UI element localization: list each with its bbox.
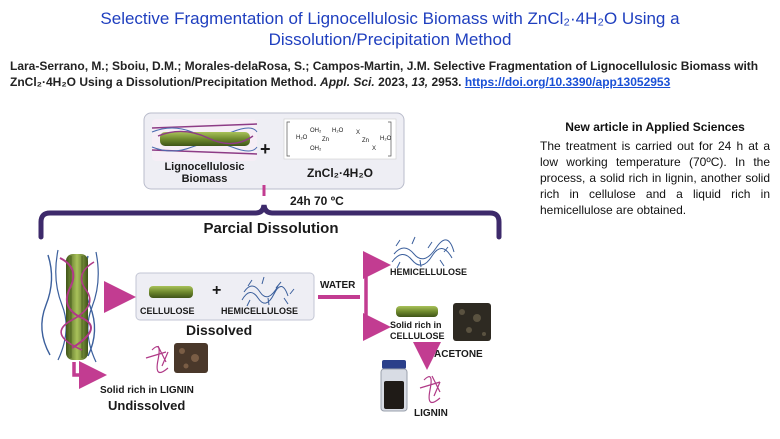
zncl-label: ZnCl₂·4H₂O — [307, 166, 373, 180]
hemicellulose-icon-1 — [241, 276, 295, 307]
solid-lignin-label: Solid rich in LIGNIN — [100, 385, 194, 396]
partial-dissolution-label: Parcial Dissolution — [203, 220, 339, 237]
water-label: WATER — [320, 280, 356, 291]
mol-x-1: X — [356, 130, 361, 136]
sidebar-body: The treatment is carried out for 24 h at… — [540, 139, 770, 217]
citation-year: 2023, — [378, 75, 409, 89]
undissolved-label: Undissolved — [108, 398, 186, 413]
biomass-label-line-2: Biomass — [181, 173, 228, 185]
arrow-to-lignin — [72, 361, 107, 389]
lignin-icon-2 — [419, 375, 441, 404]
citation-journal: Appl. Sci. — [320, 75, 375, 89]
mol-oh2-2: OH₂ — [310, 146, 322, 152]
mol-h2o-right: H₂O — [380, 136, 392, 142]
solid-cellulose-line-2: CELLULOSE — [390, 331, 445, 341]
plus-sign-2: + — [212, 282, 222, 299]
cellulose-fiber-icon — [149, 286, 193, 298]
mol-h2o-2: H₂O — [332, 128, 344, 134]
hemicellulose-icon-2 — [391, 236, 455, 269]
cellulose-label: CELLULOSE — [140, 306, 195, 316]
dissolution-bracket — [38, 204, 502, 240]
mol-h2o-left: H₂O — [296, 135, 308, 141]
zncl-structure-panel — [283, 118, 397, 160]
cellulose-solid-fiber-icon — [396, 306, 438, 317]
biomass-label: Lignocellulosic Biomass — [152, 161, 257, 185]
mol-oh2-1: OH₂ — [310, 128, 322, 134]
arrow-to-cellulose — [363, 297, 391, 341]
conditions-label: 24h 70 ºC — [290, 194, 344, 208]
lignin-label: LIGNIN — [414, 408, 448, 419]
dissolved-panel — [135, 272, 315, 321]
arrow-to-hemicellulose — [363, 251, 391, 297]
dissolved-label: Dissolved — [186, 322, 253, 338]
hemicellulose-label: HEMICELLULOSE — [221, 306, 299, 316]
vial-icon — [380, 360, 408, 412]
biomass-bundle-icon — [41, 249, 99, 363]
solid-cellulose-label: Solid rich in CELLULOSE — [390, 320, 445, 342]
mol-zn-1: Zn — [322, 137, 330, 143]
lignin-icon-1 — [145, 345, 169, 374]
article-title: Selective Fragmentation of Lignocellulos… — [60, 8, 720, 50]
solid-cellulose-line-1: Solid rich in — [390, 320, 442, 330]
mol-zn-2: Zn — [362, 138, 370, 144]
mol-x-2: X — [372, 146, 377, 152]
title-line-2: Dissolution/Precipitation Method — [268, 30, 512, 49]
citation-pages: 2953. — [431, 75, 462, 89]
sidebar-heading: New article in Applied Sciences — [565, 120, 745, 134]
biomass-label-line-1: Lignocellulosic — [164, 161, 245, 173]
citation-authors: Lara-Serrano, M.; Sboiu, D.M.; Morales-d… — [10, 59, 759, 89]
hemicellulose-out-label: HEMICELLULOSE — [390, 267, 468, 277]
citation: Lara-Serrano, M.; Sboiu, D.M.; Morales-d… — [10, 58, 774, 90]
biomass-fiber-icon — [151, 123, 258, 155]
title-line-1: Selective Fragmentation of Lignocellulos… — [100, 9, 680, 28]
plus-sign-1: + — [260, 139, 271, 159]
acetone-label: ACETONE — [434, 349, 483, 360]
citation-volume: 13, — [411, 75, 429, 89]
doi-link[interactable]: https://doi.org/10.3390/app13052953 — [464, 75, 671, 89]
